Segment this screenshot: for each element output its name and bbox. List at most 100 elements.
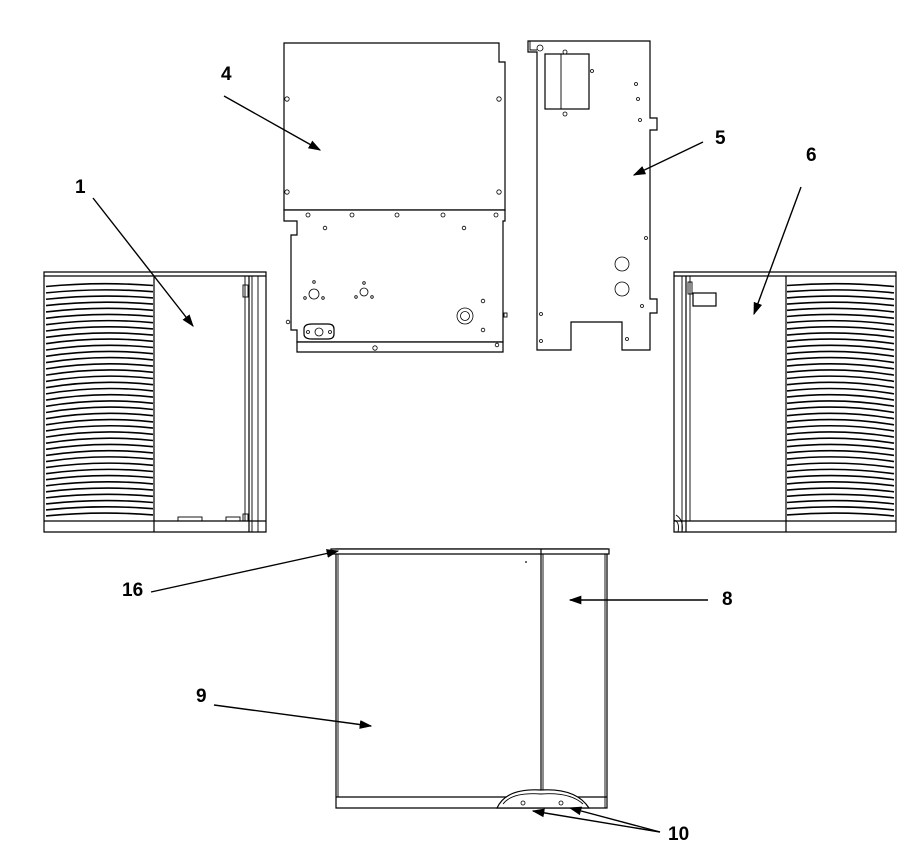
leader-arrows (92, 95, 802, 833)
coil-louver (45, 307, 154, 313)
coil-louver (786, 431, 895, 438)
coil-louver (45, 301, 154, 307)
coil-louver (786, 313, 895, 320)
leader-arrow-10b (568, 806, 661, 833)
coil-louver (786, 282, 895, 288)
coil-louver (786, 307, 895, 313)
coil-louver (45, 424, 154, 432)
coil-louver (45, 381, 154, 389)
coil-louver (45, 456, 154, 463)
callout-4: 4 (221, 64, 232, 85)
coil-louver (45, 344, 154, 351)
coil-louver (786, 393, 895, 401)
callout-labels: 1 4 5 6 8 9 10 16 (75, 64, 817, 845)
coil-louver (45, 289, 154, 294)
coil-louver (45, 387, 154, 395)
rear-panel-part-5 (527, 40, 658, 351)
coil-louver (45, 319, 154, 326)
coil-louver (45, 313, 154, 320)
coil-louver (45, 481, 154, 487)
coil-louver (786, 443, 895, 451)
coil-louver (45, 362, 154, 370)
callout-1: 1 (75, 177, 86, 198)
coil-louver (786, 424, 895, 432)
coil-louver (45, 412, 154, 420)
coil-louver (786, 406, 895, 414)
left-side-assembly-part-1 (43, 271, 267, 533)
coil-louver (786, 301, 895, 307)
coil-louver (786, 338, 895, 345)
leader-arrow-4 (223, 95, 322, 151)
coil-louver (786, 418, 895, 426)
coil-louver (786, 474, 895, 481)
leader-arrow-10a (531, 808, 661, 833)
coil-louver (45, 282, 154, 288)
coil-louver (45, 295, 154, 301)
coil-louver (45, 506, 154, 511)
coil-louver (45, 400, 154, 408)
callout-6: 6 (806, 145, 817, 166)
coil-louver (45, 393, 154, 401)
coil-louver (45, 375, 154, 383)
coil-louver (45, 462, 154, 469)
callout-8: 8 (722, 589, 733, 610)
coil-louver (786, 332, 895, 339)
coil-louver (786, 319, 895, 326)
coil-louver (786, 499, 895, 505)
control-box-panel (283, 209, 508, 353)
coil-louver (786, 356, 895, 364)
coil-louver (786, 326, 895, 332)
coil-louver (786, 400, 895, 408)
coil-louver (45, 332, 154, 339)
coil-louver (45, 350, 154, 358)
coil-louver (45, 443, 154, 451)
coil-louver (786, 412, 895, 420)
coil-louver (786, 362, 895, 370)
coil-louver (786, 468, 895, 475)
right-coil-louvers (786, 282, 895, 517)
coil-louver (45, 449, 154, 457)
coil-louver (45, 474, 154, 481)
callout-16: 16 (122, 580, 143, 601)
coil-louver (786, 462, 895, 469)
leader-arrow-9 (213, 704, 373, 729)
callout-9: 9 (196, 686, 207, 707)
coil-louver (45, 418, 154, 426)
coil-louver (786, 375, 895, 383)
coil-louver (786, 449, 895, 457)
coil-louver (45, 468, 154, 475)
coil-louver (786, 437, 895, 445)
coil-louver (786, 350, 895, 358)
coil-louver (45, 338, 154, 345)
coil-louver (45, 406, 154, 414)
coil-louver (45, 356, 154, 364)
leader-arrow-16 (150, 549, 340, 593)
coil-louver (786, 289, 895, 294)
coil-louver (45, 499, 154, 505)
coil-louver (45, 369, 154, 376)
callout-10: 10 (668, 824, 689, 845)
coil-louver (45, 493, 154, 499)
coil-louver (786, 295, 895, 301)
coil-louver (786, 369, 895, 376)
leader-arrow-6 (753, 186, 802, 316)
coil-louver (786, 456, 895, 463)
leader-arrow-1 (92, 197, 194, 327)
left-coil-louvers (45, 282, 154, 517)
coil-louver (45, 437, 154, 445)
top-panel-part-4 (283, 42, 506, 211)
coil-louver (786, 344, 895, 351)
front-corner-panel (330, 548, 610, 809)
callout-5: 5 (715, 128, 726, 149)
right-side-assembly-part-6 (673, 271, 897, 533)
coil-louver (786, 512, 895, 517)
coil-louver (45, 431, 154, 438)
coil-louver (786, 387, 895, 395)
coil-louver (786, 487, 895, 493)
coil-louver (786, 481, 895, 487)
coil-louver (45, 512, 154, 517)
coil-louver (45, 326, 154, 332)
leader-arrow-5 (632, 141, 704, 176)
coil-louver (786, 493, 895, 499)
